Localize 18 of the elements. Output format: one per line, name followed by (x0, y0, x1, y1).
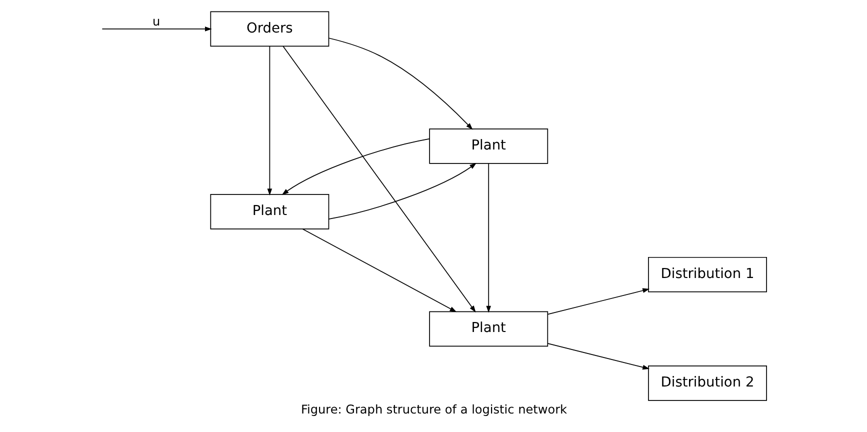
node-box: Distribution 1 (648, 256, 766, 292)
node-box: Plant (428, 311, 548, 347)
arrow (546, 343, 650, 370)
node-box: Distribution 2 (648, 366, 766, 401)
arrow (546, 288, 650, 315)
arrow (486, 163, 491, 313)
caption: Figure: Graph structure of a logistic network (300, 402, 567, 417)
node-box: Orders (210, 11, 329, 47)
arrow (281, 138, 430, 196)
node-box: Plant (210, 194, 329, 230)
arrow (328, 38, 472, 130)
arrow (282, 46, 476, 312)
arrow (266, 46, 272, 196)
node-box: Plant (428, 128, 548, 164)
arrow (328, 162, 476, 220)
edge-label: u (152, 14, 160, 29)
arrow (101, 26, 212, 32)
arrow (302, 228, 456, 312)
